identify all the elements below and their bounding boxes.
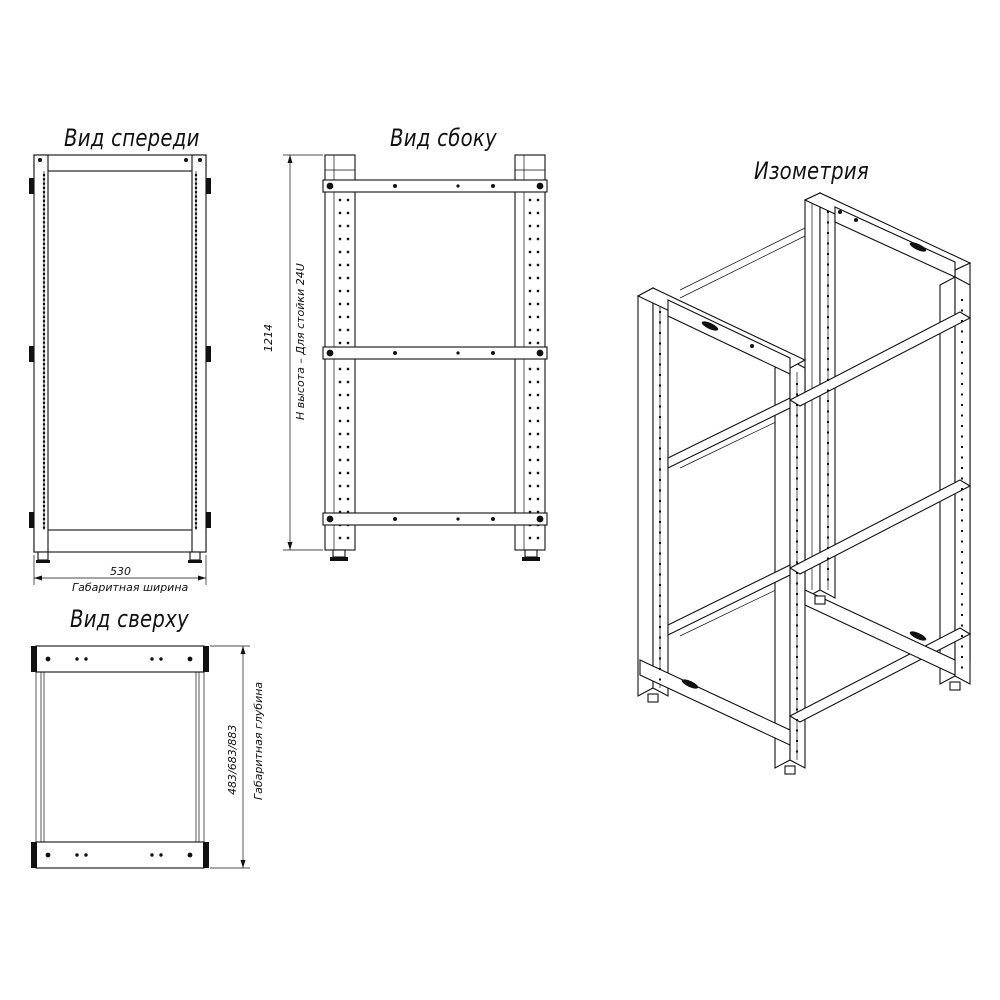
height-dimension-line (283, 154, 323, 551)
iso-top-front-frame (636, 287, 807, 375)
top-view-title: Вид сверху (70, 605, 189, 633)
front-feet (36, 551, 202, 563)
width-value: 530 (110, 565, 131, 578)
side-view-title: Вид сбоку (390, 124, 497, 152)
front-top-holes (38, 158, 202, 162)
iso-bottom-frame (639, 589, 956, 746)
width-dimension-line (33, 555, 207, 585)
isometric-view-title: Изометрия (754, 157, 869, 185)
iso-right-back-post (939, 276, 971, 685)
iso-front-left-post (637, 287, 669, 697)
top-frame (35, 645, 205, 869)
side-crossbars (322, 179, 548, 526)
width-label: Габаритная ширина (72, 581, 189, 594)
top-holes (45, 656, 193, 858)
front-rail-holes-right (194, 173, 198, 529)
side-post-holes (338, 198, 540, 540)
depth-dimension-line (210, 645, 250, 869)
iso-feet (647, 595, 961, 775)
front-frame (33, 154, 207, 553)
front-rail-holes-left (42, 173, 46, 529)
front-view-title: Вид спереди (64, 124, 200, 152)
iso-post-holes (659, 211, 963, 753)
side-feet (330, 549, 540, 561)
